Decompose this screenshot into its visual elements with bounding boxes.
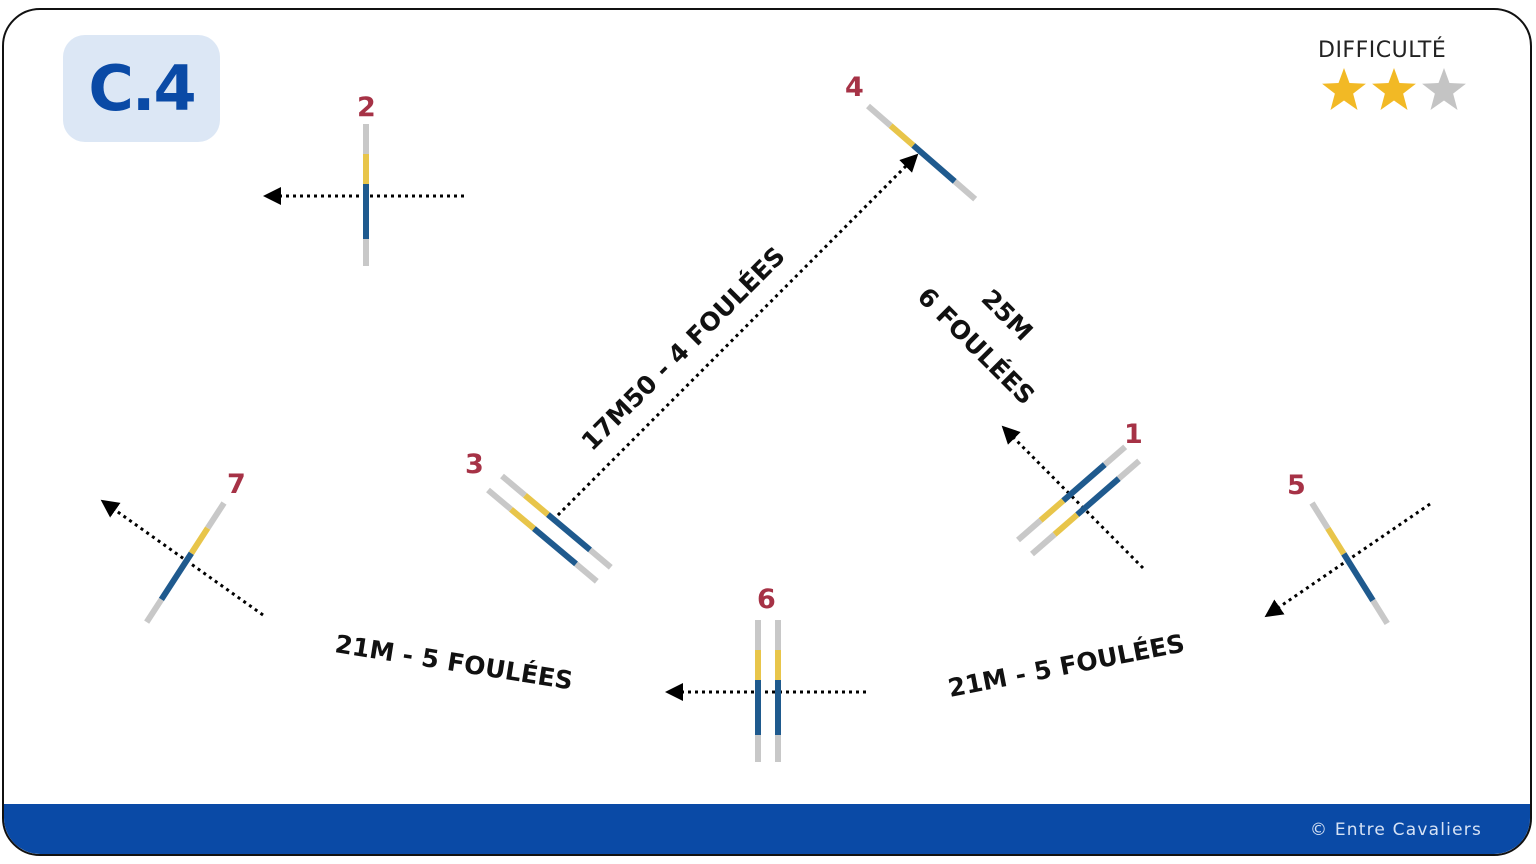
star-empty-icon	[1422, 68, 1466, 110]
distance-label-3-4: 17M50 - 4 FOULÉES	[576, 241, 791, 456]
obstacle-number: 7	[227, 469, 246, 500]
distance-label-4-1-strides: 6 FOULÉES	[912, 282, 1041, 411]
obstacle-3: 3	[465, 449, 611, 581]
copyright-text: © Entre Cavaliers	[1310, 820, 1482, 840]
exercise-code: C.4	[88, 52, 196, 125]
obstacle-number: 4	[845, 72, 864, 103]
obstacle-number: 3	[465, 449, 484, 480]
diagram-frame: C.4 © Entre Cavaliers	[2, 8, 1532, 856]
obstacle-6: 6	[665, 584, 866, 762]
exercise-badge: C.4	[63, 35, 220, 142]
obstacle-5: 5	[1264, 470, 1431, 623]
difficulty-label: DIFFICULTÉ	[1318, 38, 1447, 63]
obstacle-number: 5	[1287, 470, 1306, 501]
obstacle-1: 1	[1001, 419, 1145, 570]
obstacle-number: 6	[757, 584, 776, 615]
obstacle-4: 4	[845, 72, 975, 199]
obstacle-number: 1	[1124, 419, 1143, 450]
distance-label-6-7: 21M - 5 FOULÉES	[333, 629, 575, 695]
difficulty-stars	[1322, 68, 1466, 110]
star-filled-icon	[1372, 68, 1416, 110]
obstacle-7: 7	[100, 469, 264, 622]
difficulty-block: DIFFICULTÉ	[1318, 38, 1478, 63]
path-3-to-4	[551, 153, 919, 522]
star-filled-icon	[1322, 68, 1366, 110]
obstacle-2: 2	[263, 92, 464, 266]
footer-band: © Entre Cavaliers	[4, 804, 1530, 854]
obstacle-number: 2	[357, 92, 376, 123]
distance-label-5-6: 21M - 5 FOULÉES	[946, 629, 1187, 703]
